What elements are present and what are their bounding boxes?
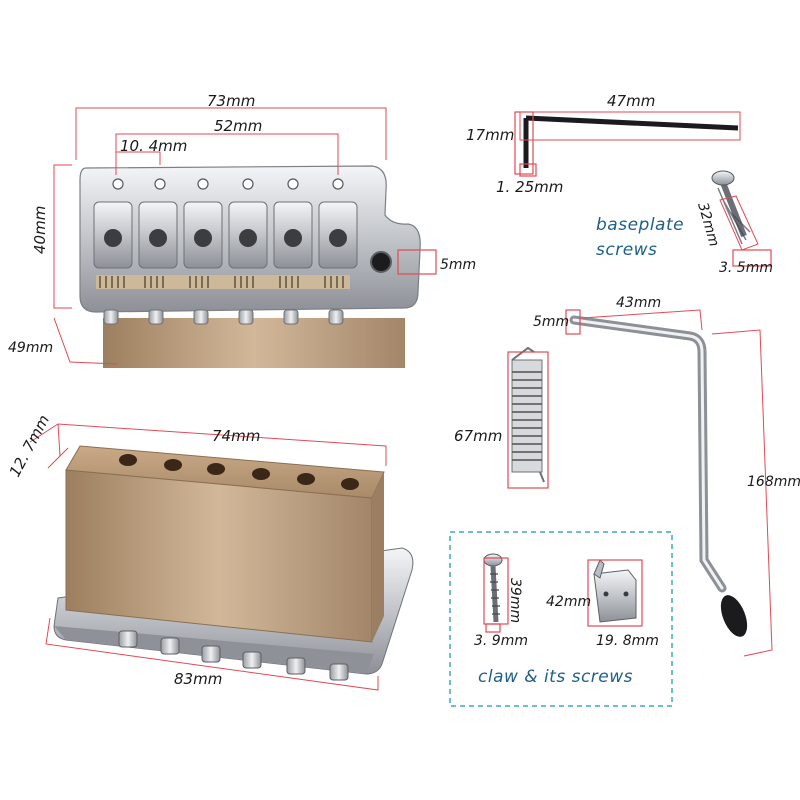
label-spring-length: 67mm: [454, 427, 502, 445]
tremolo-bar-tip: [720, 595, 748, 637]
caption-baseplate-screws-1: baseplate: [596, 215, 684, 235]
block-string-holes: [119, 454, 359, 490]
label-total-height: 49mm: [8, 340, 53, 356]
arm-hole: [370, 251, 392, 273]
label-wrench-length: 47mm: [607, 92, 655, 110]
captions: baseplate screws claw & its screws: [478, 215, 684, 687]
label-claw-width: 19. 8mm: [596, 633, 659, 649]
label-claw-height: 42mm: [546, 594, 591, 610]
label-string-spacing: 10. 4mm: [120, 137, 187, 155]
label-baseplate-width: 83mm: [174, 670, 222, 688]
label-block-width: 74mm: [212, 427, 260, 445]
bridge-assembly: [53, 107, 437, 368]
label-bar-length: 168mm: [747, 474, 800, 490]
label-wrench-thickness: 1. 25mm: [496, 178, 563, 196]
claw-box: [449, 531, 673, 707]
dimension-labels: 73mm 52mm 10. 4mm 40mm 49mm 5mm 74mm 12.…: [6, 92, 800, 688]
caption-claw: claw & its screws: [478, 667, 633, 687]
tremolo-bar: [565, 309, 773, 657]
label-arm-hole: 5mm: [440, 257, 476, 273]
baseplate-screw: [711, 170, 772, 267]
label-claw-screw-dia: 3. 9mm: [474, 633, 528, 649]
caption-baseplate-screws-2: screws: [596, 240, 657, 260]
sustain-block: [103, 318, 405, 368]
saddle-springs: [96, 275, 350, 289]
label-base-screw-length: 32mm: [694, 201, 722, 249]
mounting-holes: [112, 178, 344, 190]
claw-screw: [483, 553, 509, 633]
front-screws: [118, 630, 349, 681]
label-base-screw-dia: 3. 5mm: [719, 260, 773, 276]
saddles: [93, 201, 358, 269]
label-hole-span: 52mm: [214, 117, 262, 135]
label-claw-screw-length: 39mm: [507, 578, 523, 623]
label-block-thickness: 12. 7mm: [6, 412, 54, 480]
intonation-screws: [103, 309, 344, 325]
label-bridge-width: 73mm: [207, 92, 255, 110]
block-assembly: [29, 423, 414, 691]
hex-wrench: [514, 111, 741, 177]
label-wrench-arm: 17mm: [466, 126, 514, 144]
claw: [587, 559, 643, 627]
label-bar-top: 43mm: [616, 295, 661, 311]
tremolo-spring: [507, 346, 549, 489]
label-bridge-depth: 40mm: [31, 206, 49, 254]
label-bar-diameter: 5mm: [533, 314, 569, 330]
